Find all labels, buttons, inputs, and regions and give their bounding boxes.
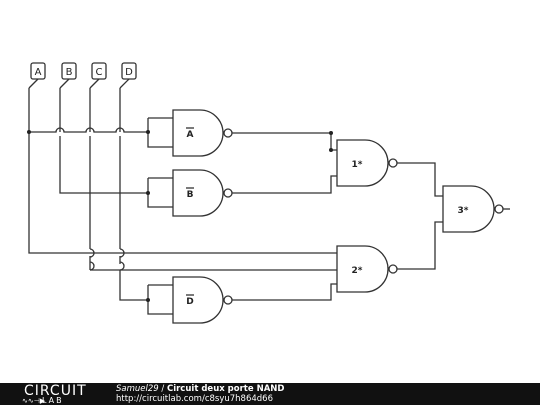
wire-crossings: [29, 127, 148, 271]
gate-label-b: B: [187, 190, 194, 200]
circuitlab-logo[interactable]: CIRCUIT: [24, 383, 87, 399]
gate-label-a: A: [187, 130, 194, 140]
gate-label-2: 2*: [352, 266, 363, 276]
circuit-url-link[interactable]: http://circuitlab.com/c8syu7h864d66: [116, 394, 273, 404]
input-label-b: B: [66, 67, 73, 78]
input-tag-c: C: [89, 62, 107, 89]
nand-gate-b: B: [147, 169, 233, 217]
nand-gate-3: 3*: [397, 162, 510, 270]
credit-separator: /: [158, 384, 167, 394]
circuit-title: Circuit deux porte NAND: [166, 384, 285, 394]
gate-label-1: 1*: [352, 160, 363, 170]
nand-gate-2: 2*: [232, 245, 398, 301]
nand-gate-d: D: [147, 276, 233, 324]
gate-label-d: D: [186, 297, 193, 307]
input-label-c: C: [96, 67, 103, 78]
circuit-schematic: A B C D: [27, 62, 510, 324]
footer-bar: CIRCUIT ∿∿⊣▶ LAB Samuel29 / Circuit deux…: [0, 383, 540, 405]
input-label-a: A: [35, 67, 42, 78]
logo-waveform-icon: ∿∿⊣▶: [22, 397, 46, 405]
input-tag-b: B: [59, 62, 77, 89]
input-tag-a: A: [28, 62, 46, 89]
input-label-d: D: [125, 67, 133, 78]
nand-gate-1: 1*: [232, 132, 398, 194]
input-tag-d: D: [119, 62, 137, 89]
gate-label-3: 3*: [458, 206, 469, 216]
circuit-credit: Samuel29 / Circuit deux porte NAND: [116, 384, 284, 394]
input-buses: [28, 88, 337, 301]
logo-subtitle: LAB: [42, 396, 64, 405]
nand-gate-a: A: [147, 109, 233, 157]
junction-dots: [27, 130, 333, 302]
author-name[interactable]: Samuel29: [116, 384, 159, 394]
